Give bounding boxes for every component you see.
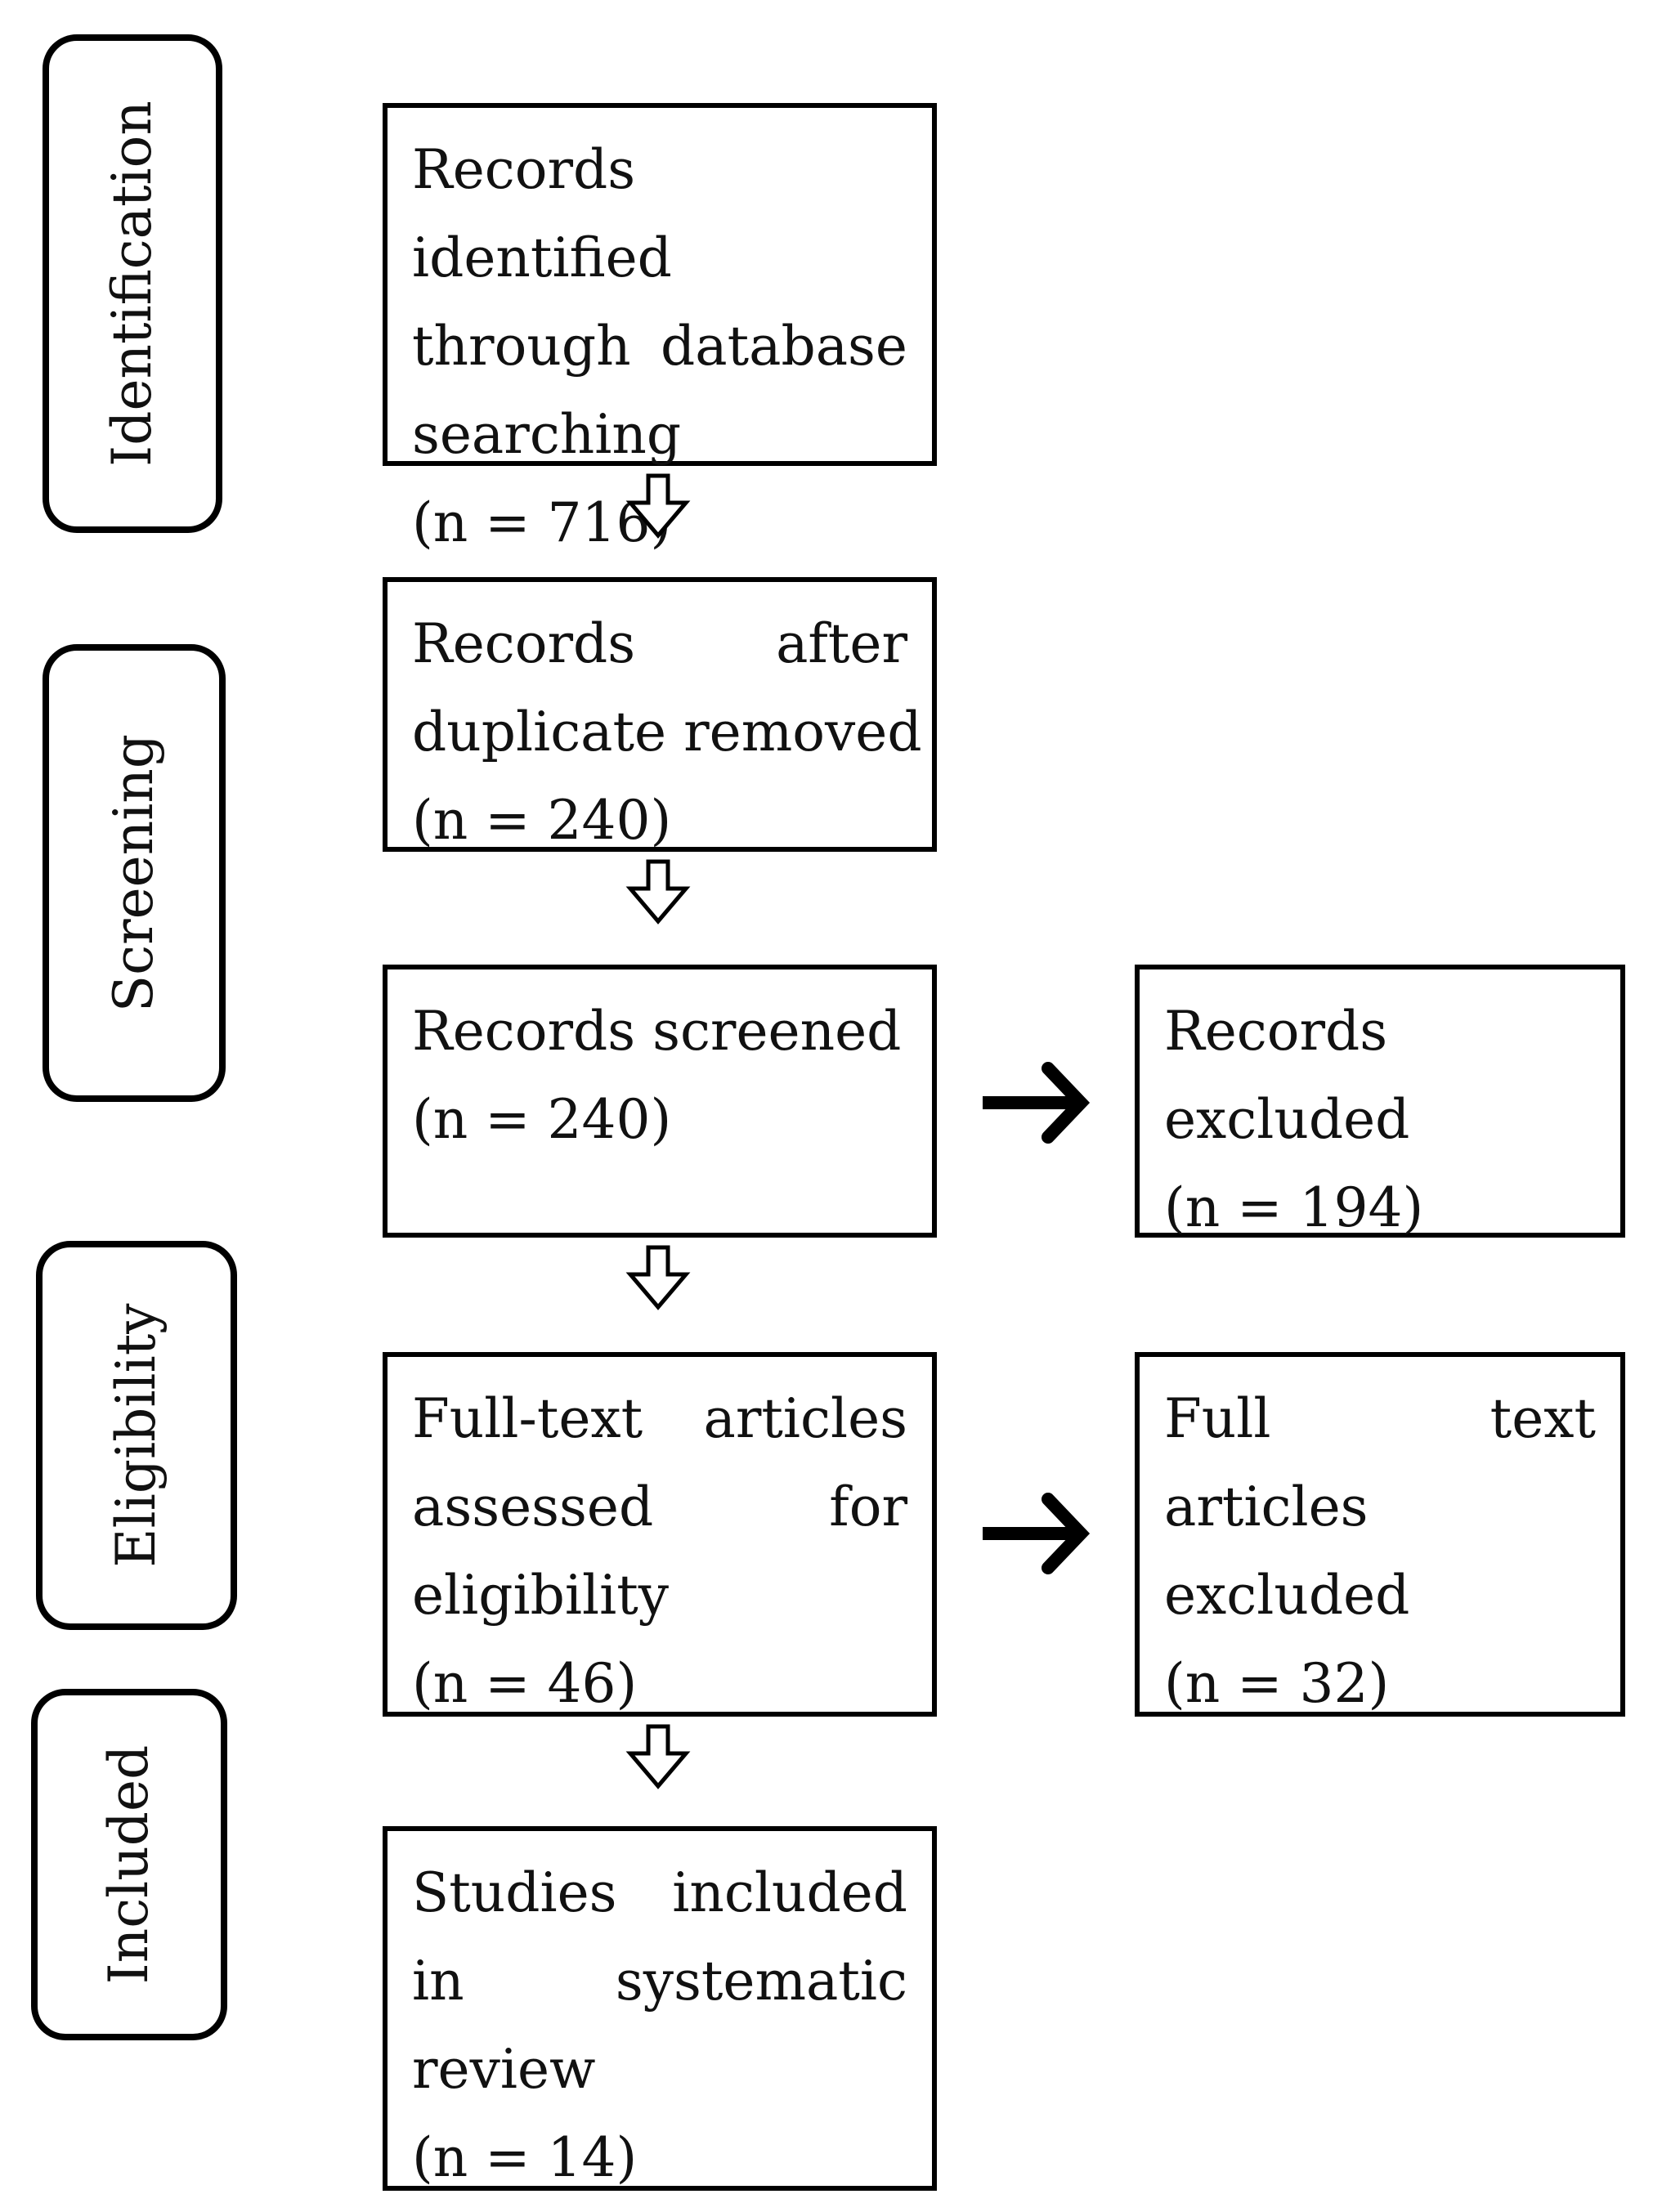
phase-eligibility: Eligibility bbox=[36, 1241, 237, 1630]
box-studies-included-line2: in systematic bbox=[412, 1950, 907, 2013]
box-full-text-assessed-count: (n = 46) bbox=[412, 1652, 638, 1715]
down-arrow-icon bbox=[625, 859, 691, 925]
box-records-excluded: Records excluded (n = 194) bbox=[1135, 965, 1625, 1239]
phase-included: Included bbox=[31, 1689, 227, 2040]
box-full-text-assessed-line3: eligibility bbox=[412, 1564, 670, 1627]
box-records-after-duplicates-line1: Records after bbox=[412, 612, 907, 675]
box-studies-included-line1: Studies included bbox=[412, 1861, 907, 1924]
box-studies-included-line3: review bbox=[412, 2038, 596, 2101]
down-arrow-icon bbox=[625, 1724, 691, 1789]
box-records-excluded-count: (n = 194) bbox=[1164, 1176, 1424, 1239]
box-full-text-excluded-line2: excluded bbox=[1164, 1564, 1410, 1627]
box-full-text-excluded-count: (n = 32) bbox=[1164, 1652, 1390, 1715]
box-full-text-excluded-line1: Full text articles bbox=[1164, 1387, 1596, 1538]
box-records-screened-count: (n = 240) bbox=[412, 1088, 672, 1151]
phase-screening: Screening bbox=[43, 644, 226, 1102]
right-arrow-icon bbox=[983, 1493, 1091, 1574]
box-records-identified-line3: searching bbox=[412, 403, 682, 466]
box-records-after-duplicates-line2: duplicate removed bbox=[412, 701, 922, 763]
box-records-screened-line1: Records screened bbox=[412, 1000, 902, 1063]
box-records-after-duplicates-count: (n = 240) bbox=[412, 789, 672, 852]
box-records-identified-line1: Records identified bbox=[412, 138, 672, 289]
box-full-text-assessed-line1: Full-text articles bbox=[412, 1387, 907, 1450]
box-records-screened: Records screened (n = 240) bbox=[383, 965, 937, 1238]
box-records-after-duplicates: Records after duplicate removed (n = 240… bbox=[383, 577, 937, 852]
box-full-text-excluded: Full text articles excluded (n = 32) bbox=[1135, 1352, 1625, 1717]
box-full-text-assessed: Full-text articles assessed for eligibil… bbox=[383, 1352, 937, 1717]
box-full-text-assessed-line2: assessed for bbox=[412, 1475, 907, 1538]
box-records-identified-line2: through database bbox=[412, 315, 907, 378]
right-arrow-icon bbox=[983, 1062, 1091, 1144]
box-records-excluded-line2: excluded bbox=[1164, 1088, 1410, 1151]
box-studies-included-count: (n = 14) bbox=[412, 2126, 638, 2189]
down-arrow-icon bbox=[625, 1245, 691, 1310]
phase-identification: Identification bbox=[43, 34, 222, 533]
down-arrow-icon bbox=[625, 473, 691, 539]
box-records-excluded-line1: Records bbox=[1164, 1000, 1388, 1063]
box-studies-included: Studies included in systematic review (n… bbox=[383, 1826, 937, 2191]
box-records-identified: Records identified through database sear… bbox=[383, 103, 937, 554]
